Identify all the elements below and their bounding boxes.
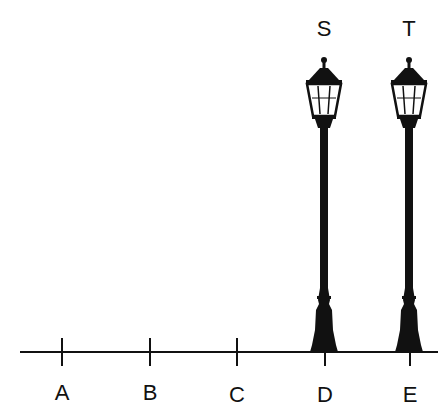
lamp-label: S	[317, 18, 332, 40]
tick-marks	[62, 338, 410, 366]
point-label: A	[55, 382, 70, 404]
point-label: B	[143, 382, 158, 404]
lamp-label: T	[402, 18, 415, 40]
point-label: D	[317, 384, 333, 406]
point-label: C	[229, 384, 245, 406]
street-lamp	[391, 57, 427, 352]
street-lamp	[306, 57, 342, 352]
ground-line	[20, 351, 438, 353]
point-label: E	[403, 384, 418, 406]
